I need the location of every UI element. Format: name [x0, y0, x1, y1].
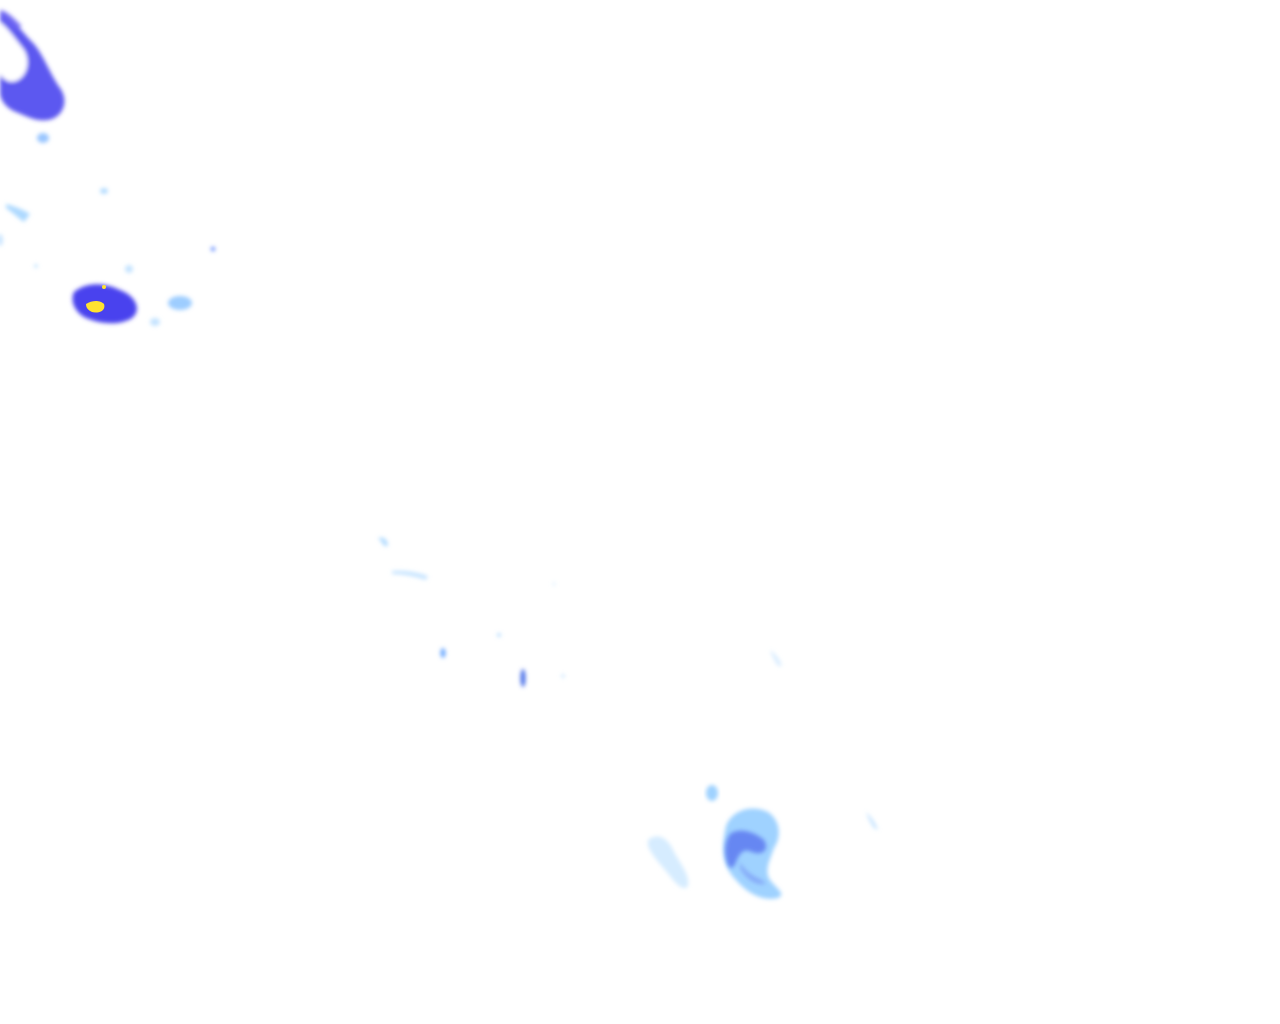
scattered-echoes-northwest: [0, 133, 215, 326]
scattered-echoes-center: [378, 537, 878, 830]
storm-cell-intense: [72, 284, 137, 324]
storm-cell-southeast: [648, 785, 782, 899]
storm-cell-northwest: [0, 10, 65, 121]
